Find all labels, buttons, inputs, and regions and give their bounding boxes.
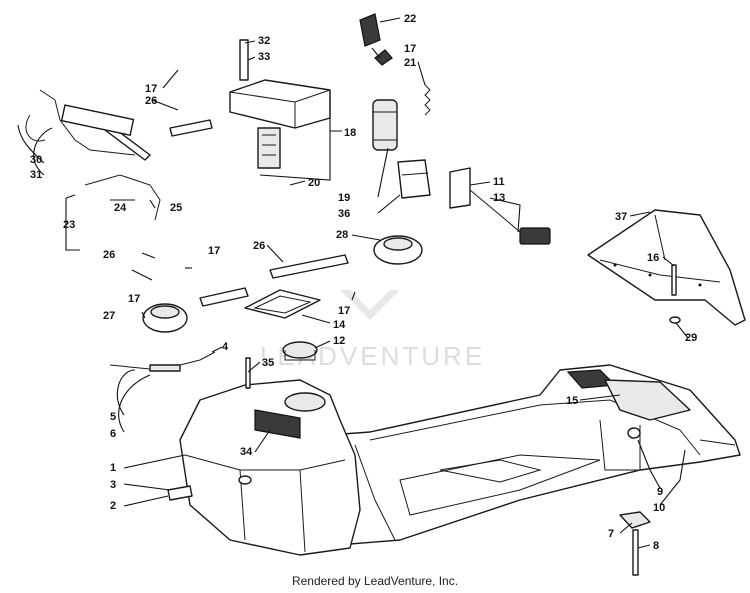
fuel-pump (359, 13, 431, 151)
callout-10: 10 (653, 502, 665, 514)
oil-pump (229, 39, 331, 169)
callout-37: 37 (615, 211, 627, 223)
callout-7: 7 (608, 528, 614, 540)
callout-32: 32 (258, 35, 270, 47)
callout-26c: 26 (253, 240, 265, 252)
seat-base (587, 209, 746, 326)
hardware (167, 264, 681, 576)
callout-13: 13 (493, 192, 505, 204)
callout-24: 24 (114, 202, 127, 214)
callout-36: 36 (338, 208, 350, 220)
callout-4: 4 (222, 341, 229, 353)
callout-3: 3 (110, 479, 116, 491)
callout-20: 20 (308, 177, 320, 189)
callout-21: 21 (404, 57, 416, 69)
callout-8: 8 (653, 540, 659, 552)
fuel-sensor (449, 167, 551, 245)
callout-31: 31 (30, 169, 42, 181)
callout-17a: 17 (145, 83, 157, 95)
sender-housings (142, 235, 423, 333)
callout-34: 34 (240, 446, 253, 458)
callout-35: 35 (262, 357, 274, 369)
callout-23: 23 (63, 219, 75, 231)
callout-29: 29 (685, 332, 697, 344)
callout-17b: 17 (404, 43, 416, 55)
callout-18: 18 (344, 127, 356, 139)
callout-14: 14 (333, 319, 346, 331)
callout-12: 12 (333, 335, 345, 347)
footer-credit: Rendered by LeadVenture, Inc. (291, 574, 459, 588)
callout-17c: 17 (208, 245, 220, 257)
callout-11: 11 (493, 176, 505, 188)
callout-30: 30 (30, 154, 42, 166)
callout-1: 1 (110, 462, 116, 474)
throttle-cable (109, 351, 216, 372)
callout-33: 33 (258, 51, 270, 63)
fuel-tank (179, 379, 361, 556)
callout-26b: 26 (103, 249, 115, 261)
oil-lines (25, 89, 161, 221)
callout-26a: 26 (145, 95, 157, 107)
fuel-filter (397, 159, 431, 199)
fuel-lines (104, 119, 349, 307)
callout-2: 2 (110, 500, 116, 512)
callout-5: 5 (110, 411, 116, 423)
callout-labels: 1 2 3 4 5 6 7 8 9 10 11 12 13 14 15 16 1… (30, 13, 697, 552)
callout-25: 25 (170, 202, 182, 214)
callout-15: 15 (566, 395, 578, 407)
callout-9: 9 (657, 486, 663, 498)
callout-28: 28 (336, 229, 348, 241)
callout-19: 19 (338, 192, 350, 204)
callout-16: 16 (647, 252, 659, 264)
callout-17d: 17 (128, 293, 140, 305)
callout-22: 22 (404, 13, 416, 25)
filler-gasket (244, 289, 321, 361)
leader-lines (17, 17, 689, 549)
callout-17e: 17 (338, 305, 350, 317)
callout-6: 6 (110, 428, 116, 440)
callout-27: 27 (103, 310, 115, 322)
